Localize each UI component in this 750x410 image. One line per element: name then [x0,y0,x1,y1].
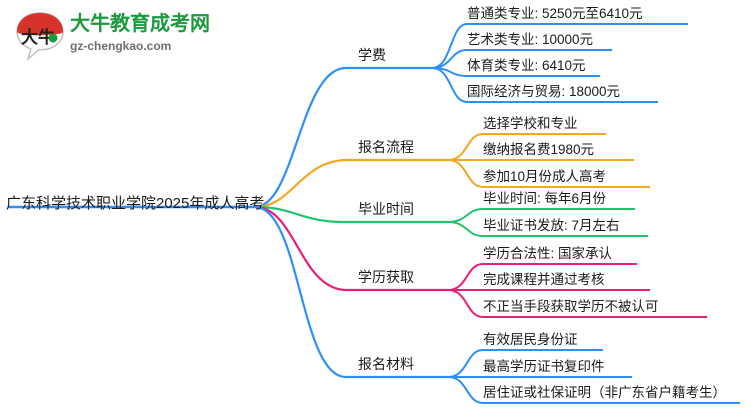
branch-curve-5 [254,205,346,379]
branch-curve-3 [254,205,346,224]
logo-title: 大牛教育成考网 [70,13,210,35]
branch-label-baomingliucheng[interactable]: 报名流程 [358,139,414,155]
leaf-curve-5-1 [447,349,484,378]
leaf-label-3-2[interactable]: 毕业证书发放: 7月左右 [483,218,620,233]
leaf-curve-2-3 [447,159,484,188]
site-logo: 大牛 大牛教育成考网 gz-chengkao.com [14,8,244,64]
branch-label-xuelihuoqu[interactable]: 学历获取 [358,269,414,285]
leaf-label-2-2[interactable]: 缴纳报名费1980元 [483,142,595,157]
branch-label-biyeshijian[interactable]: 毕业时间 [358,201,414,217]
branch-curve-2 [254,158,346,209]
leaf-label-2-3[interactable]: 参加10月份成人高考 [483,169,607,184]
leaf-curve-1-2 [431,49,468,69]
leaf-curve-2-1 [447,133,484,161]
logo-speech-bubble-icon: 大牛 [16,12,64,61]
leaf-label-1-1[interactable]: 普通类专业: 5250元至6410元 [467,6,643,21]
leaf-curve-4-3 [447,289,484,318]
leaf-label-4-2[interactable]: 完成课程并通过考核 [483,272,605,287]
branch-label-xuefei[interactable]: 学费 [358,47,386,63]
leaf-curve-3-2 [447,221,484,237]
leaf-label-1-3[interactable]: 体育类专业: 6410元 [467,58,586,73]
leaf-label-5-2[interactable]: 最高学历证书复印件 [483,359,605,374]
root-node-label[interactable]: 广东科学技术职业学院2025年成人高考 [6,195,265,212]
branch-label-baomingcailiao[interactable]: 报名材料 [358,356,414,372]
leaf-curve-1-3 [431,67,468,77]
leaf-curve-3-1 [447,208,484,223]
leaf-label-3-1[interactable]: 毕业时间: 每年6月份 [483,191,607,206]
leaf-label-2-1[interactable]: 选择学校和专业 [483,116,578,131]
leaf-curve-5-3 [447,376,484,404]
branch-curve-1 [254,66,346,209]
leaf-label-5-1[interactable]: 有效居民身份证 [483,332,578,347]
leaf-label-1-4[interactable]: 国际经济与贸易: 18000元 [467,84,621,99]
leaf-curve-4-1 [447,263,484,291]
leaf-label-1-2[interactable]: 艺术类专业: 10000元 [467,32,594,47]
logo-mark-text: 大牛 [21,27,55,47]
leaf-curve-1-1 [431,23,468,69]
leaf-label-4-1[interactable]: 学历合法性: 国家承认 [483,246,613,261]
leaf-curve-1-4 [431,67,468,103]
logo-subtitle: gz-chengkao.com [70,39,172,53]
leaf-label-4-3[interactable]: 不正当手段获取学历不被认可 [483,299,659,314]
branch-curve-4 [254,205,346,292]
leaf-label-5-3[interactable]: 居住证或社保证明（非广东省户籍考生） [483,385,726,400]
